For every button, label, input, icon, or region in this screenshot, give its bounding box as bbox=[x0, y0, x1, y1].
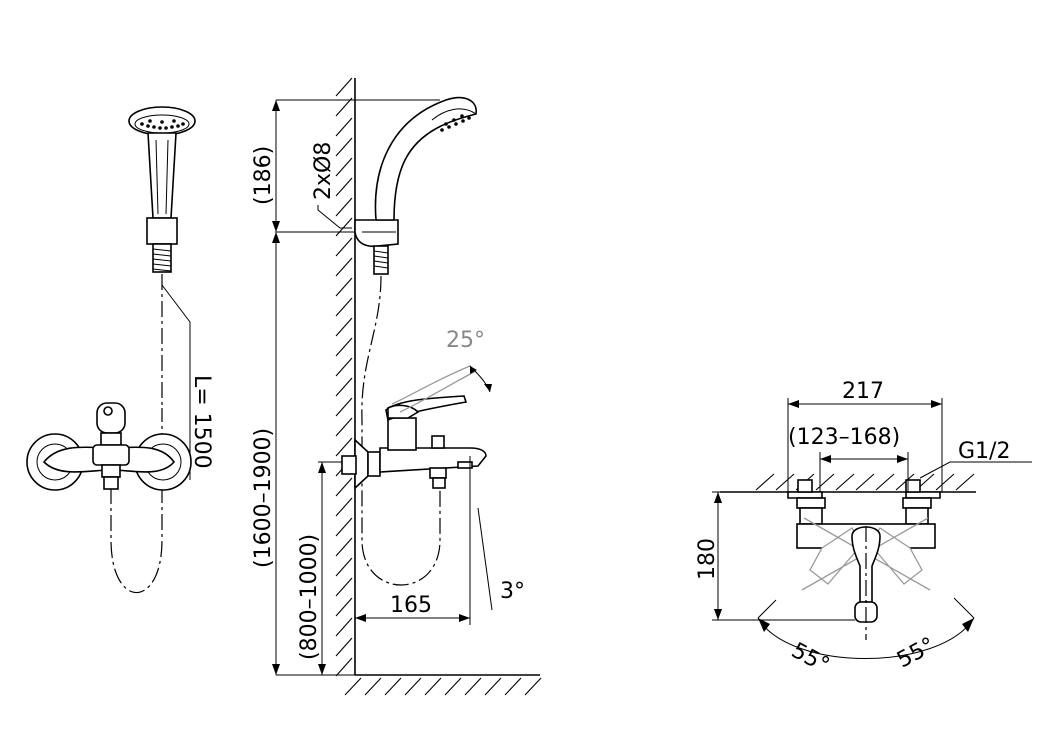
hose-front bbox=[110, 274, 163, 594]
mixer-side bbox=[341, 365, 487, 490]
handle-tilt-label: 25° bbox=[446, 328, 485, 353]
spout-angle-label: 3° bbox=[500, 579, 525, 604]
shower-height-label: (186) bbox=[251, 146, 276, 205]
shower-head-front bbox=[128, 106, 196, 273]
bracket-holes-label: 2xØ8 bbox=[311, 142, 336, 200]
total-height-label: (1600–1900) bbox=[251, 428, 276, 568]
hose-length-label: L= 1500 bbox=[189, 375, 214, 469]
spout-height-label: (800–1000) bbox=[297, 534, 322, 660]
shower-side bbox=[354, 96, 477, 275]
top-wall-hatching bbox=[755, 473, 975, 491]
overall-width-label: 217 bbox=[842, 379, 884, 404]
front-view: L= 1500 bbox=[26, 106, 214, 594]
wall-hatching bbox=[335, 77, 353, 677]
hose-side bbox=[361, 275, 441, 586]
thread-label: G1/2 bbox=[958, 439, 1010, 464]
mixer-top bbox=[787, 479, 941, 640]
side-view: 25° 3° 165 (186) (1600–1900) 2xØ8 (800–1… bbox=[251, 77, 542, 696]
floor-hatching bbox=[344, 677, 542, 696]
spout-projection-label: 165 bbox=[390, 593, 432, 618]
top-view: 217 (123–168) G1/2 180 55° 55° bbox=[695, 379, 1032, 679]
body-height-label: 180 bbox=[695, 538, 720, 580]
mixer-front bbox=[26, 402, 192, 491]
rotation-right-label: 55° bbox=[893, 633, 939, 673]
rotation-left-label: 55° bbox=[787, 638, 833, 678]
center-distance-label: (123–168) bbox=[788, 425, 900, 450]
